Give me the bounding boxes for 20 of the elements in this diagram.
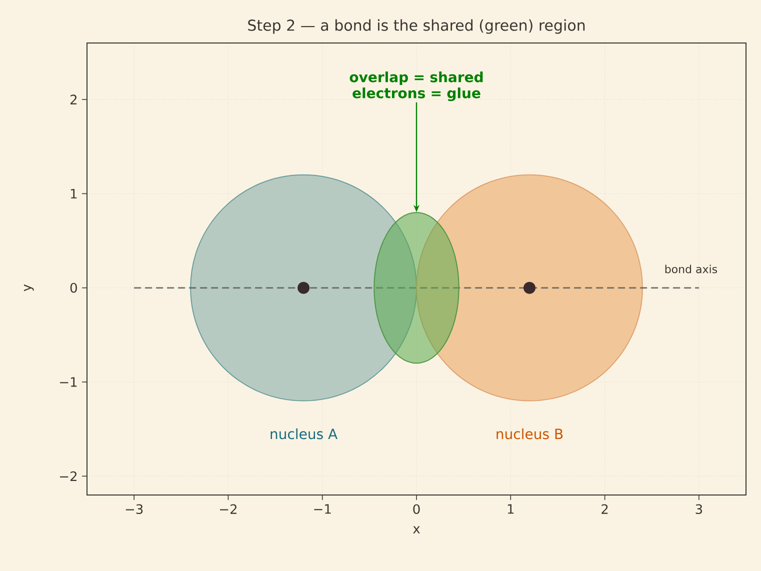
axis-title: x (413, 526, 420, 534)
tick-label: 1 (508, 504, 514, 514)
tick-label: −1 (314, 504, 331, 514)
tick-label: −1 (60, 377, 77, 387)
overlap-ellipse (374, 212, 460, 364)
tick-label: 1 (70, 188, 77, 198)
tick-label: 2 (602, 504, 608, 514)
tick-label: −3 (126, 504, 143, 514)
axis-label: bond axis (665, 264, 718, 274)
annotation-text: overlap = shared electrons = glue (350, 72, 483, 102)
tick-label: −2 (60, 471, 76, 481)
tick-label: −2 (220, 504, 236, 514)
tick-label: 3 (696, 504, 702, 514)
tick-label: 2 (70, 94, 76, 104)
chart-title: Step 2 — a bond is the shared (green) region (248, 19, 585, 34)
tick-label: 0 (413, 504, 420, 514)
tick-label: 0 (70, 282, 77, 293)
nucleus-label: nucleus B (496, 428, 563, 440)
axis-title: y (24, 284, 34, 292)
nucleus-label: nucleus A (270, 428, 338, 440)
